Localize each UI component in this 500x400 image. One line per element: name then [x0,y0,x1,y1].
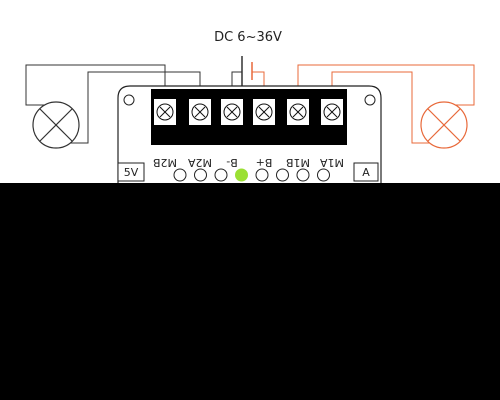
tag-5v-box [117,162,145,182]
tag-a-box [353,162,379,182]
header-pin [317,168,330,182]
screw-cross-icon [287,99,309,125]
led-indicator-lit [235,168,248,182]
tag-a: A [362,166,370,179]
terminal-label: B+ [256,156,273,169]
tag-5v: 5V [124,166,139,179]
header-pin [276,168,289,182]
mounting-hole-right [364,94,376,106]
screw-cross-icon [321,99,343,125]
supply-voltage-label: DC 6~36V [214,30,282,45]
header-pin [255,168,269,182]
screw-cross-icon [154,99,176,125]
wire-m2a [55,71,201,144]
wire-m2b [25,64,166,106]
left-lamp [32,101,80,149]
terminal-label: M1A [320,156,344,169]
terminal-block [151,89,347,145]
mounting-hole-left [123,94,135,106]
screw-cross-icon [253,99,275,125]
header-pin [194,168,207,182]
driver-board: M2B M2A B- B+ M1B M1A 5V A [117,85,382,191]
screw-cross-icon [189,99,211,125]
header-pin [214,168,228,182]
header-pin [173,168,187,182]
wire-m1a [331,71,446,144]
terminal-label: M2B [153,156,177,169]
screw-cross-icon [221,99,243,125]
occluding-black-region [0,183,500,400]
terminal-label: M2A [188,156,212,169]
right-lamp [420,101,468,149]
terminal-label: M1B [286,156,310,169]
terminal-label: B- [226,156,238,169]
wire-m1b [297,64,475,106]
battery-cell-icon [241,56,253,86]
header-pin [296,168,310,182]
